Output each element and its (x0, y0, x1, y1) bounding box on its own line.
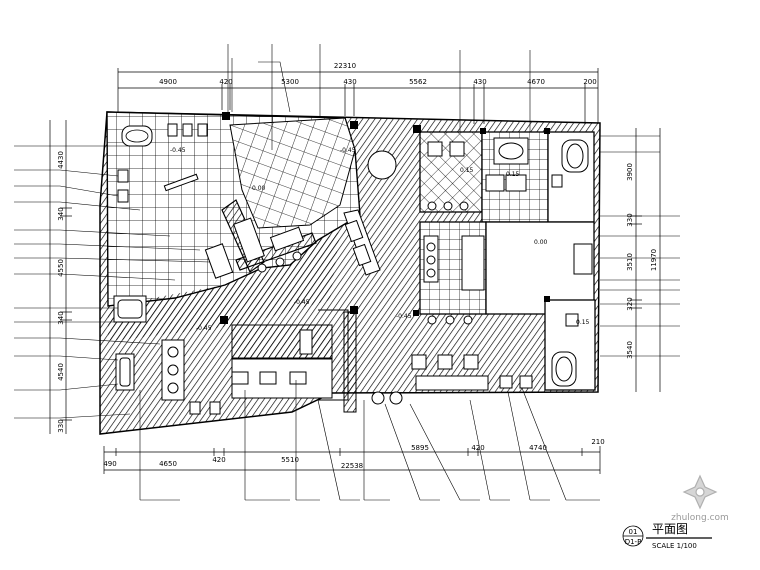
right-lower-room (544, 299, 596, 391)
left-dim-1: 4430 (57, 151, 65, 169)
left-dim-2: 340 (57, 207, 65, 220)
level-mark: -0.45 (170, 147, 186, 154)
top-dim-6: 430 (473, 78, 486, 86)
right-dim-4: 320 (626, 297, 634, 310)
right-middle-room (419, 221, 595, 325)
top-total-dim: 22310 (334, 62, 356, 70)
top-dim-3: 5300 (281, 78, 299, 86)
watermark-text: zhulong.com (671, 513, 729, 523)
bottom-dim-7: 4740 (529, 444, 547, 452)
bottom-dim-1: 490 (103, 460, 116, 468)
level-mark: -0.45 (294, 299, 310, 306)
right-dim-2: 330 (626, 213, 634, 226)
dimension-lines (49, 68, 661, 474)
bottom-dim-4: 5510 (281, 456, 299, 464)
level-mark: 0.00 (252, 185, 266, 192)
bottom-dim-6: 420 (471, 444, 484, 452)
level-mark: -0.45 (340, 147, 356, 154)
title-block: 01 D1-P 平面图 SCALE 1/100 (622, 522, 712, 550)
badge-sheet: D1-P (625, 538, 642, 546)
level-mark: 0.00 (534, 239, 548, 246)
left-dim-5: 4540 (57, 363, 65, 381)
corridor-partition (343, 209, 381, 276)
bottom-dimensions: 22538 490 4650 420 5510 5895 420 4740 21… (103, 438, 604, 470)
leader-lines (14, 44, 680, 501)
drawing-scale: SCALE 1/100 (652, 542, 697, 550)
left-dim-6: 330 (57, 419, 65, 432)
level-mark: -0.45 (396, 313, 412, 320)
level-mark: 0.15 (460, 167, 474, 174)
level-mark: 0.15 (506, 171, 520, 178)
top-dim-7: 4670 (527, 78, 545, 86)
bottom-dim-5: 5895 (411, 444, 429, 452)
bottom-dim-2: 4650 (159, 460, 177, 468)
badge-number: 01 (629, 528, 638, 536)
right-dim-1: 3900 (626, 163, 634, 181)
bottom-dim-3: 420 (212, 456, 225, 464)
top-dim-2: 420 (219, 78, 232, 86)
bottom-dim-8: 210 (591, 438, 604, 446)
right-dimensions: 3900 330 3510 320 3540 11970 (626, 163, 658, 359)
columns (220, 112, 550, 324)
level-mark: -0.45 (196, 325, 212, 332)
bottom-total-dim: 22538 (341, 462, 363, 470)
top-dim-8: 200 (583, 78, 596, 86)
left-lower-fixtures (113, 295, 221, 415)
top-dimensions: 22310 4900 420 5300 430 5562 430 4670 20… (159, 62, 597, 86)
top-dim-4: 430 (343, 78, 356, 86)
top-dim-1: 4900 (159, 78, 177, 86)
right-dim-5: 3540 (626, 341, 634, 359)
level-markers: -0.45 0.00 -0.45 0.15 0.00 -0.45 -0.45 0… (170, 147, 590, 332)
left-dim-4: 340 (57, 311, 65, 324)
level-mark: 0.15 (576, 319, 590, 326)
drawing-title: 平面图 (652, 522, 688, 536)
tiled-bath-room (106, 111, 361, 340)
right-dim-3: 3510 (626, 253, 634, 271)
round-table (367, 150, 397, 180)
watermark-logo: zhulong.com (671, 474, 729, 523)
left-dim-3: 4550 (57, 259, 65, 277)
top-dim-5: 5562 (409, 78, 427, 86)
lower-counters (231, 309, 533, 413)
left-dimensions: 4430 340 4550 340 4540 330 (57, 151, 65, 433)
right-total-dim: 11970 (650, 249, 658, 271)
